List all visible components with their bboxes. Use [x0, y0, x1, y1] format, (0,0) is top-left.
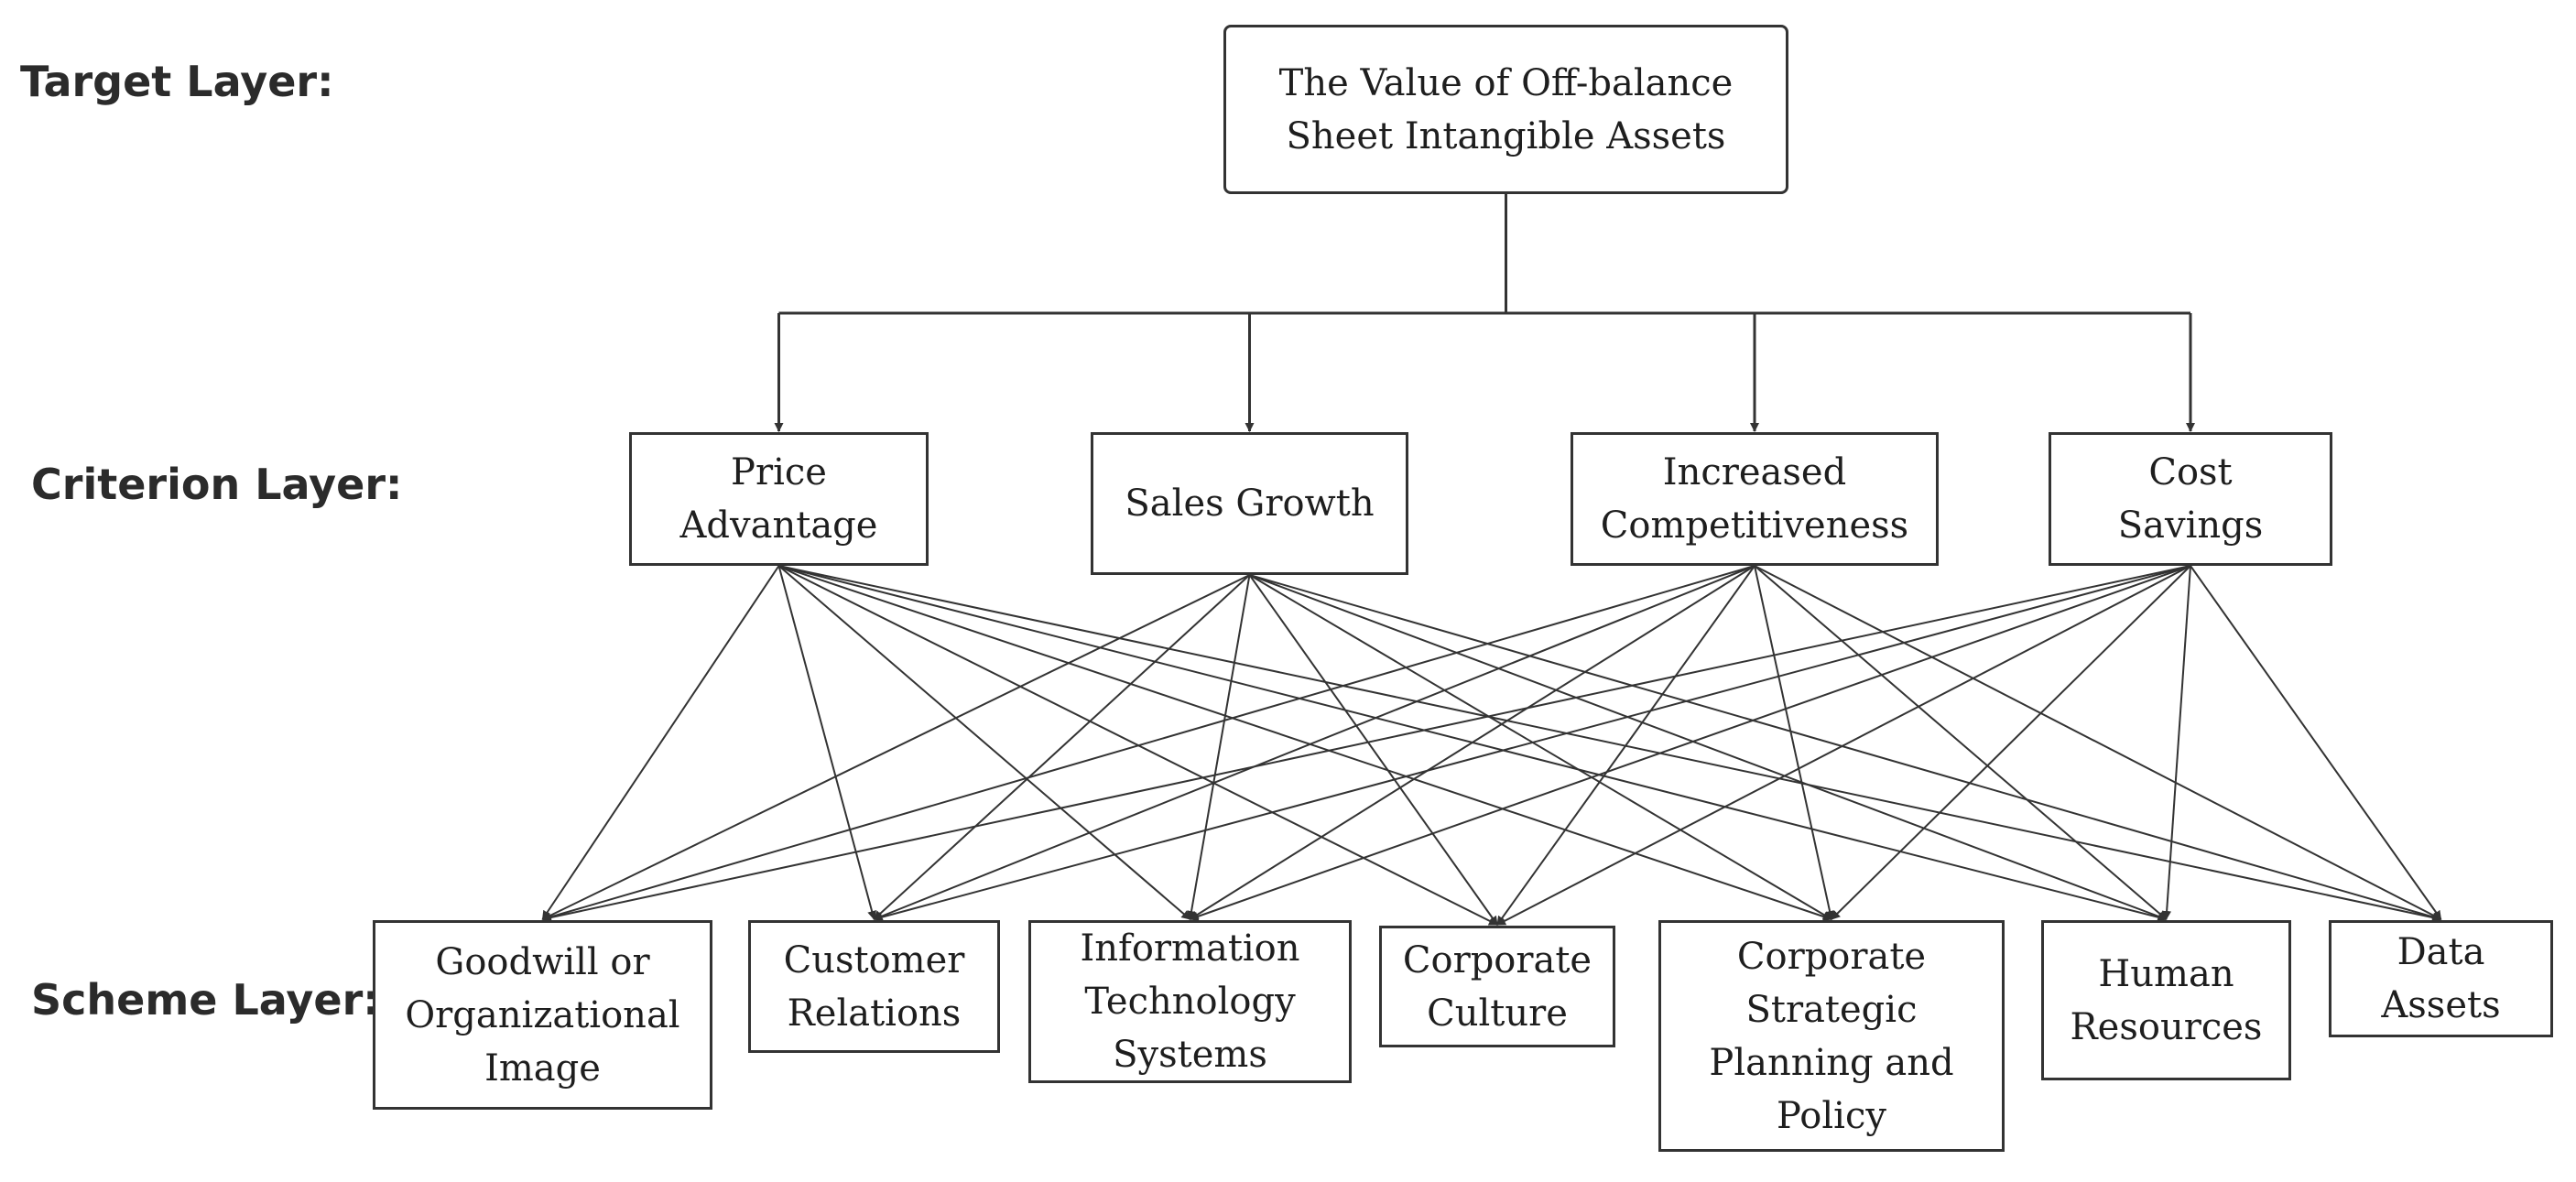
criterion-to-scheme-arrow [1754, 565, 2442, 920]
scheme-node-goodwill: Goodwill or Organizational Image [373, 920, 712, 1110]
scheme-node-line: Systems [1113, 1034, 1267, 1076]
criterion-to-scheme-arrow [2162, 565, 2191, 920]
criterion-node-cost-savings: Cost Savings [2049, 432, 2332, 566]
scheme-node-line: Planning and [1709, 1041, 1954, 1084]
criterion-node-sales-growth: Sales Growth [1091, 432, 1408, 575]
criterion-to-scheme-arrow [1249, 574, 2442, 922]
scheme-node-line: Organizational [405, 993, 680, 1036]
scheme-node-line: Strategic [1745, 988, 1918, 1031]
scheme-node-line: Image [484, 1046, 601, 1090]
criterion-node-line: Advantage [679, 504, 878, 547]
criterion-to-scheme-arrow [2190, 565, 2442, 920]
criterion-to-scheme-arrow [541, 565, 780, 920]
criterion-to-scheme-arrow [873, 565, 1755, 921]
criterion-to-scheme-arrow [541, 574, 1250, 920]
scheme-node-line: Corporate [1402, 938, 1592, 981]
scheme-node-line: Customer [783, 938, 965, 981]
criterion-node-line: Sales Growth [1125, 483, 1375, 525]
scheme-node-information-technology: Information Technology Systems [1028, 920, 1352, 1083]
scheme-node-line: Information [1080, 927, 1300, 970]
scheme-node-line: Corporate [1736, 935, 1927, 978]
criterion-to-scheme-arrow [541, 565, 1755, 922]
criterion-layer-label: Criterion Layer: [31, 460, 403, 509]
criterion-to-scheme-arrow [1754, 565, 2168, 920]
criterion-node-price-advantage: Price Advantage [629, 432, 929, 566]
criterion-to-scheme-arrow [1496, 565, 2191, 926]
criterion-node-line: Increased [1662, 451, 1847, 493]
scheme-node-data-assets: Data Assets [2329, 920, 2553, 1037]
criterion-to-scheme-arrow [1189, 565, 2191, 921]
scheme-node-line: Resources [2070, 1005, 2263, 1048]
scheme-node-line: Goodwill or [435, 940, 650, 983]
criterion-to-scheme-arrow [778, 565, 1832, 921]
scheme-layer-label: Scheme Layer: [31, 975, 380, 1025]
scheme-node-line: Human [2098, 952, 2234, 995]
scheme-node-line: Relations [787, 992, 962, 1035]
criterion-to-scheme-arrow [778, 565, 2442, 923]
criterion-to-scheme-arrow [1189, 565, 1755, 920]
criterion-node-increased-competitiveness: Increased Competitiveness [1571, 432, 1939, 566]
scheme-node-line: Data [2397, 931, 2485, 973]
criterion-node-line: Price [731, 451, 827, 493]
target-layer-label: Target Layer: [20, 57, 334, 106]
criterion-to-scheme-arrow [1249, 574, 2168, 921]
criterion-to-scheme-arrow [777, 565, 1191, 920]
criterion-node-line: Savings [2117, 504, 2264, 547]
scheme-node-line: Policy [1777, 1094, 1886, 1137]
scheme-node-customer-relations: Customer Relations [748, 920, 1000, 1053]
scheme-node-line: Technology [1084, 981, 1296, 1023]
scheme-node-strategic-planning: Corporate Strategic Planning and Policy [1658, 920, 2005, 1152]
criterion-to-scheme-arrow [1248, 574, 1832, 920]
criterion-to-scheme-arrow [1248, 574, 1498, 926]
criterion-node-line: Cost [2148, 451, 2233, 493]
criterion-to-scheme-arrow [777, 565, 876, 920]
target-node-line: The Value of Off-balance [1278, 61, 1734, 104]
criterion-to-scheme-arrow [1496, 565, 1755, 926]
target-node: The Value of Off-balance Sheet Intangibl… [1223, 25, 1788, 194]
scheme-node-line: Assets [2381, 984, 2501, 1026]
scheme-node-line: Culture [1427, 992, 1568, 1035]
criterion-to-scheme-arrow [873, 565, 2191, 922]
criterion-to-scheme-arrow [541, 565, 2191, 923]
criterion-node-line: Competitiveness [1600, 504, 1909, 547]
scheme-node-human-resources: Human Resources [2041, 920, 2291, 1080]
criterion-to-scheme-arrow [1754, 565, 1834, 920]
scheme-node-corporate-culture: Corporate Culture [1379, 926, 1615, 1047]
criterion-to-scheme-arrow [1831, 565, 2191, 920]
criterion-to-scheme-arrow [873, 574, 1251, 920]
target-node-line: Sheet Intangible Assets [1286, 114, 1726, 157]
criterion-to-scheme-arrow [1187, 574, 1251, 920]
